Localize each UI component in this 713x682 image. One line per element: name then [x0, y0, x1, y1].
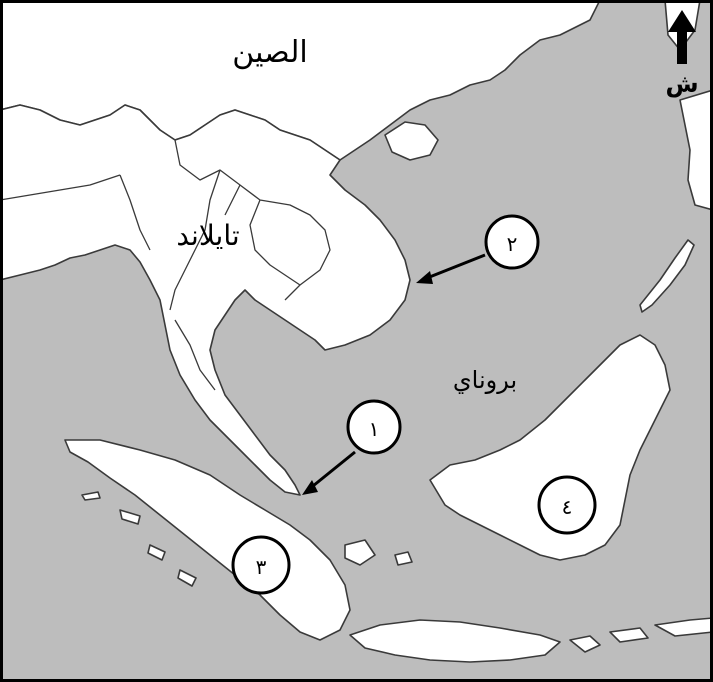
marker-2-label: ٢	[507, 232, 518, 256]
landmass-sumatra	[64, 439, 351, 641]
landmass-small-islands-west	[81, 491, 197, 587]
landmass-indochina	[0, 104, 411, 496]
marker-1: ١	[346, 399, 402, 455]
north-arrow-icon	[668, 10, 696, 64]
label-thailand: تايلاند	[176, 219, 239, 252]
marker-1-label: ١	[369, 417, 380, 441]
north-label: ش	[665, 70, 698, 98]
marker-4-label: ٤	[562, 495, 573, 519]
country-borders	[0, 139, 331, 391]
marker-4: ٤	[537, 475, 597, 535]
marker-2: ٢	[484, 214, 540, 270]
landmass-bangka	[344, 539, 413, 566]
arrow-marker-2	[416, 253, 486, 284]
landmass-java	[349, 617, 713, 663]
marker-3: ٣	[231, 535, 291, 595]
label-brunei: بروناي	[453, 366, 517, 394]
landmass-borneo	[429, 334, 671, 561]
landmass-hainan	[384, 121, 439, 161]
landmass-palawan	[639, 239, 695, 313]
label-china: الصين	[232, 35, 307, 70]
arrow-marker-1	[302, 450, 356, 495]
marker-3-label: ٣	[256, 555, 267, 579]
landmass-philippines-edge	[679, 89, 713, 211]
